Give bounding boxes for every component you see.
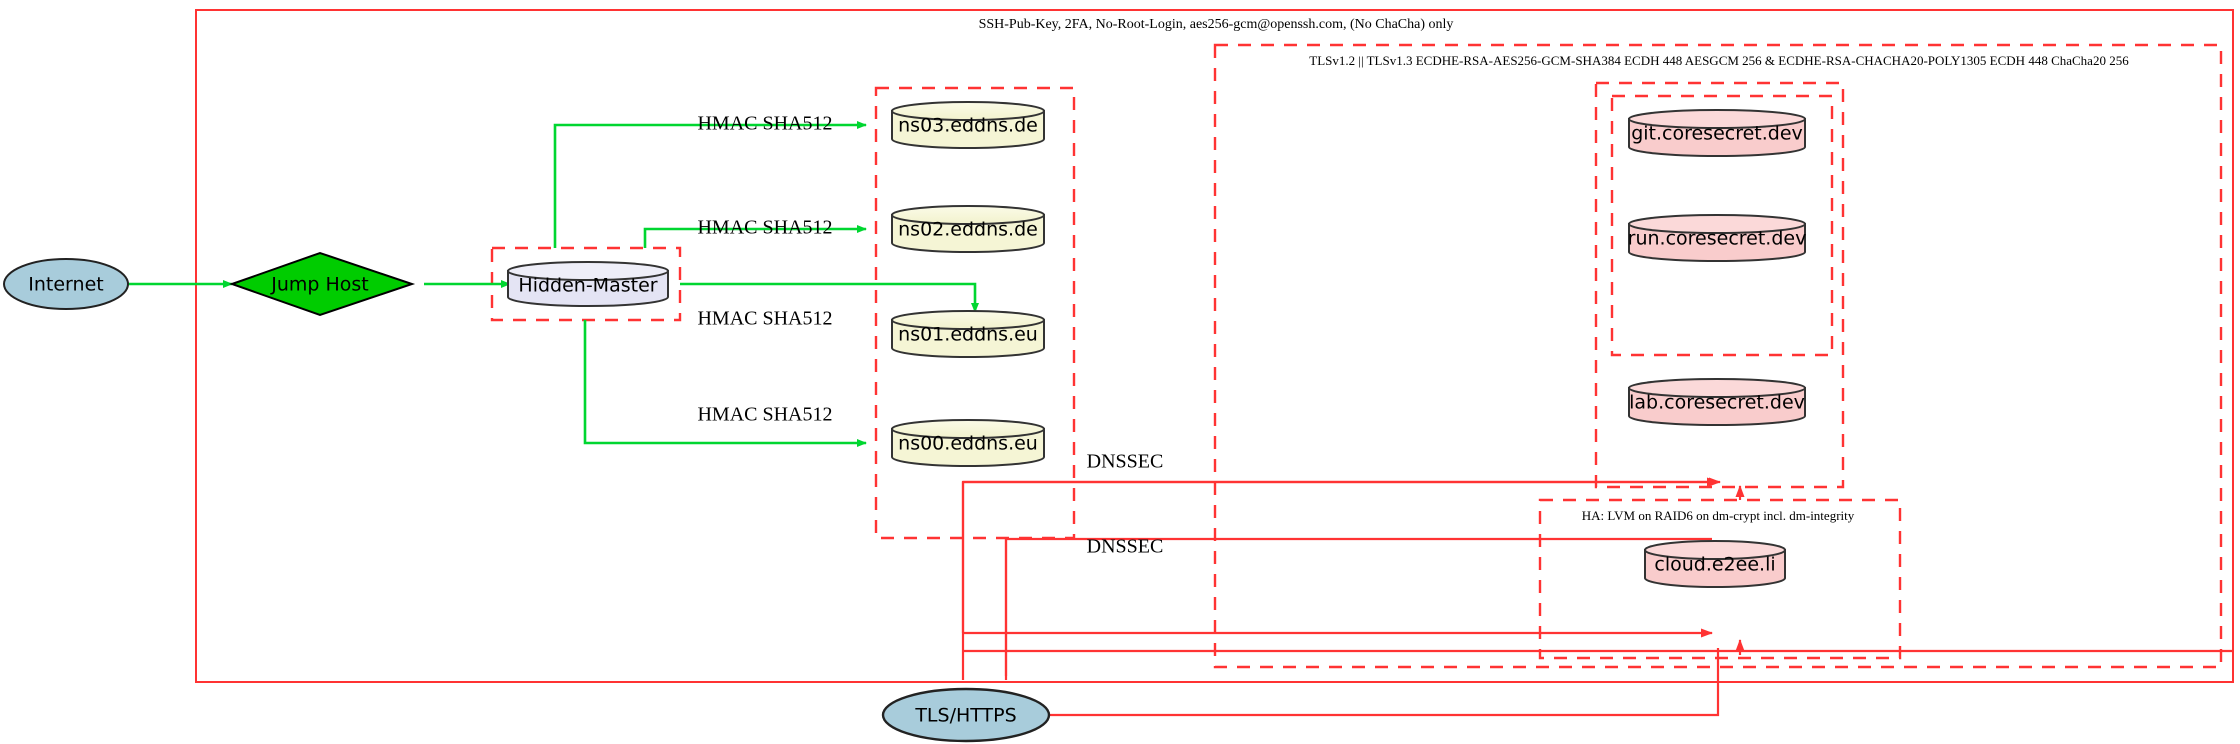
node-run-coresecret[interactable]: run.coresecret.dev bbox=[1628, 214, 1807, 262]
node-tls-https[interactable]: TLS/HTTPS bbox=[881, 687, 1051, 743]
edge-label-dnssec-lower: DNSSEC bbox=[1087, 536, 1164, 558]
node-tls-https-label: TLS/HTTPS bbox=[914, 705, 1016, 727]
cluster-ssh-zone bbox=[195, 9, 2234, 683]
edge-label-hmac-ns01: HMAC SHA512 bbox=[697, 308, 832, 330]
node-internet[interactable]: Internet bbox=[3, 258, 129, 310]
node-cloud-label: cloud.e2ee.li bbox=[1654, 554, 1775, 576]
node-internet-label: Internet bbox=[28, 274, 103, 296]
cluster-ssh-zone-label: SSH-Pub-Key, 2FA, No-Root-Login, aes256-… bbox=[979, 17, 1454, 32]
cluster-tls-zone-label: TLSv1.2 || TLSv1.3 ECDHE-RSA-AES256-GCM-… bbox=[1309, 53, 2129, 68]
edge-label-dnssec-upper: DNSSEC bbox=[1087, 451, 1164, 473]
node-ns01-label: ns01.eddns.eu bbox=[898, 324, 1038, 346]
node-hidden-master-label: Hidden-Master bbox=[518, 275, 657, 297]
node-ns01[interactable]: ns01.eddns.eu bbox=[891, 310, 1045, 358]
edge-master-to-ns02 bbox=[643, 225, 867, 248]
edge-master-to-ns01 bbox=[680, 282, 979, 313]
edge-label-hmac-ns00: HMAC SHA512 bbox=[697, 404, 832, 426]
node-ns02[interactable]: ns02.eddns.de bbox=[891, 205, 1045, 253]
node-ns00-label: ns00.eddns.eu bbox=[898, 433, 1038, 455]
edge-master-to-ns03 bbox=[553, 121, 867, 248]
cluster-dns-zone bbox=[874, 86, 1076, 540]
node-git-label: git.coresecret.dev bbox=[1631, 123, 1803, 145]
node-ns03-label: ns03.eddns.de bbox=[898, 115, 1038, 137]
node-ns03[interactable]: ns03.eddns.de bbox=[891, 101, 1045, 149]
edge-label-hmac-ns02: HMAC SHA512 bbox=[697, 217, 832, 239]
cluster-app-inner-zone bbox=[1610, 94, 1834, 357]
node-git-coresecret[interactable]: git.coresecret.dev bbox=[1628, 109, 1806, 157]
node-lab-coresecret[interactable]: lab.coresecret.dev bbox=[1628, 378, 1806, 426]
node-ns00[interactable]: ns00.eddns.eu bbox=[891, 419, 1045, 467]
node-lab-label: lab.coresecret.dev bbox=[1629, 392, 1805, 414]
node-jump-host-label: Jump Host bbox=[270, 274, 369, 296]
edge-label-hmac-ns03: HMAC SHA512 bbox=[697, 113, 832, 135]
node-hidden-master[interactable]: Hidden-Master bbox=[507, 261, 669, 307]
cluster-tls-zone bbox=[1213, 43, 2223, 669]
node-run-label: run.coresecret.dev bbox=[1628, 228, 1807, 250]
edge-master-to-ns00 bbox=[583, 320, 867, 447]
cluster-ha-zone bbox=[1538, 498, 1902, 660]
node-jump-host[interactable]: Jump Host bbox=[228, 251, 416, 317]
node-cloud-e2ee[interactable]: cloud.e2ee.li bbox=[1644, 540, 1786, 588]
cluster-app-zone bbox=[1594, 81, 1845, 489]
cluster-ha-zone-label: HA: LVM on RAID6 on dm-crypt incl. dm-in… bbox=[1582, 508, 1855, 523]
edge-tls-to-cloud bbox=[1049, 648, 1720, 717]
node-ns02-label: ns02.eddns.de bbox=[898, 219, 1038, 241]
